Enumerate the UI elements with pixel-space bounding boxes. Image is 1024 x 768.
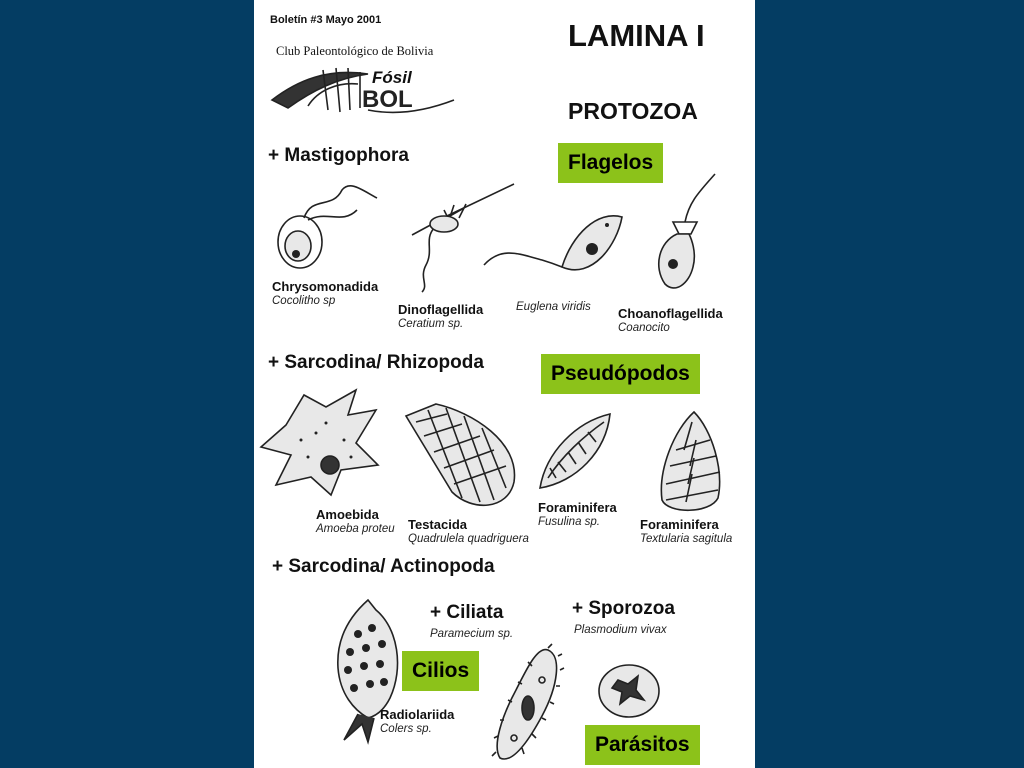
choanoflagellida-species: Coanocito bbox=[618, 322, 670, 334]
page-title: LAMINA I bbox=[568, 18, 705, 53]
testacida-species: Quadrulela quadriguera bbox=[408, 533, 529, 545]
bulletin-date: Boletín #3 Mayo 2001 bbox=[270, 14, 382, 26]
club-name: Club Paleontológico de Bolivia bbox=[276, 44, 434, 58]
chrysomonadida-name: Chrysomonadida bbox=[272, 279, 379, 294]
radiolariida-species: Colers sp. bbox=[380, 723, 432, 735]
foraminifera-fusulina-name: Foraminifera bbox=[538, 500, 617, 515]
logo-line-bol: BOL bbox=[362, 86, 413, 113]
tag-cilios: Cilios bbox=[402, 651, 480, 691]
textularia-drawing-icon bbox=[660, 410, 721, 511]
choanoflagellida-drawing-icon bbox=[657, 173, 716, 289]
radiolariida-name: Radiolariida bbox=[380, 707, 455, 722]
choanoflagellida-name: Choanoflagellida bbox=[618, 306, 723, 321]
paramecium-drawing-icon bbox=[491, 643, 565, 760]
dinoflagellida-name: Dinoflagellida bbox=[398, 302, 484, 317]
section-rhizopoda: + Sarcodina/ Rhizopoda bbox=[268, 352, 484, 373]
euglena-species: Euglena viridis bbox=[516, 301, 591, 313]
foraminifera-textularia-species: Textularia sagitula bbox=[640, 533, 733, 545]
dinoflagellida-species: Ceratium sp. bbox=[398, 318, 464, 330]
logo-line-fosil: Fósil bbox=[372, 68, 412, 87]
plasmodium-drawing-icon bbox=[598, 664, 660, 718]
tag-pseudopodos: Pseudópodos bbox=[541, 354, 700, 394]
ciliata-species: Paramecium sp. bbox=[430, 628, 514, 640]
fusulina-drawing-icon bbox=[539, 412, 611, 489]
radiolaria-drawing-icon bbox=[337, 598, 399, 745]
fossil-logo-icon bbox=[270, 67, 455, 114]
foraminifera-textularia-name: Foraminifera bbox=[640, 517, 719, 532]
section-sporozoa: + Sporozoa bbox=[572, 598, 675, 619]
foraminifera-fusulina-species: Fusulina sp. bbox=[538, 516, 601, 528]
page-subtitle: PROTOZOA bbox=[568, 98, 698, 124]
chrysomonadida-drawing-icon bbox=[277, 185, 378, 269]
testacida-drawing-icon bbox=[404, 403, 516, 506]
dinoflagellida-drawing-icon bbox=[411, 183, 515, 293]
section-mastigophora: + Mastigophora bbox=[268, 145, 409, 166]
testacida-name: Testacida bbox=[408, 517, 468, 532]
section-actinopoda: + Sarcodina/ Actinopoda bbox=[272, 556, 495, 577]
section-ciliata: + Ciliata bbox=[430, 602, 504, 623]
amoebida-name: Amoebida bbox=[316, 507, 379, 522]
lamina-page: Boletín #3 Mayo 2001 Club Paleontológico… bbox=[254, 0, 755, 768]
amoebida-species: Amoeba proteu bbox=[316, 523, 395, 535]
tag-parasitos: Parásitos bbox=[585, 725, 700, 765]
amoeba-drawing-icon bbox=[259, 388, 380, 497]
sporozoa-species: Plasmodium vivax bbox=[574, 624, 667, 636]
euglena-drawing-icon bbox=[483, 215, 623, 271]
chrysomonadida-species: Cocolitho sp bbox=[272, 295, 336, 307]
tag-flagelos: Flagelos bbox=[558, 143, 664, 183]
